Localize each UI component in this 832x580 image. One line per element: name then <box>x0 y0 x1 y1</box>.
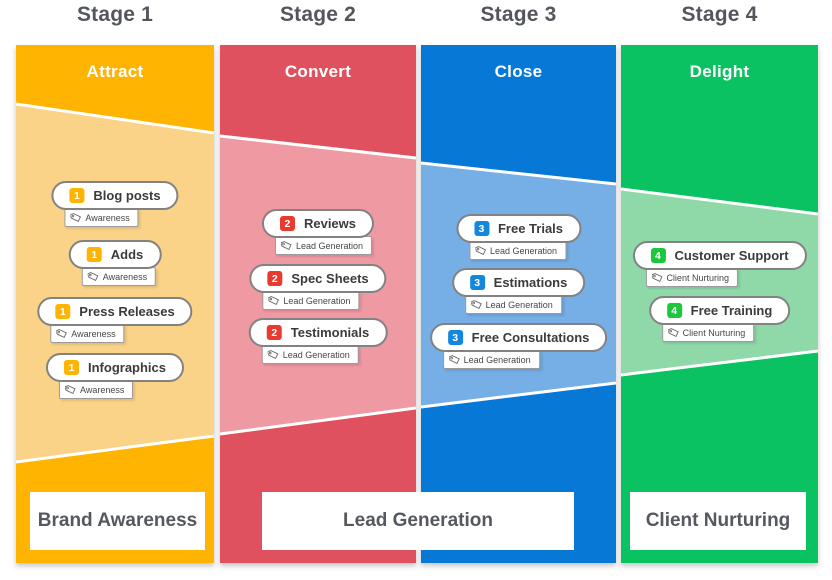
node-label: Free Consultations <box>471 330 590 345</box>
node-pill[interactable]: 1 Press Releases <box>37 297 193 326</box>
tag-label: Awareness <box>71 328 116 339</box>
node-tag[interactable]: Client Nurturing <box>661 323 755 342</box>
node-label: Infographics <box>87 360 167 375</box>
node-pill[interactable]: 2 Reviews <box>261 209 375 238</box>
node-tag[interactable]: Awareness <box>81 267 157 286</box>
node-pill[interactable]: 1 Blog posts <box>51 181 179 210</box>
node-tag[interactable]: Awareness <box>58 380 134 399</box>
node-blog-posts[interactable]: 1 Blog posts Awareness <box>51 181 179 227</box>
tag-label: Awareness <box>102 271 148 282</box>
node-tag[interactable]: Lead Generation <box>442 350 540 369</box>
tag-label: Client Nurturing <box>682 327 746 338</box>
tag-icon <box>64 385 76 394</box>
stage-3-column: Close 3 Free Trials Lead Generation 3 Es… <box>421 45 616 563</box>
node-infographics[interactable]: 1 Infographics Awareness <box>45 353 185 399</box>
node-tag[interactable]: Lead Generation <box>468 241 567 260</box>
stage-number-badge: 3 <box>473 221 489 236</box>
node-pill[interactable]: 2 Testimonials <box>248 318 388 347</box>
footer-lead-generation: Lead Generation <box>262 492 574 550</box>
footer-brand-awareness: Brand Awareness <box>30 492 205 550</box>
stage-3-header: Stage 3 <box>480 3 557 26</box>
node-spec-sheets[interactable]: 2 Spec Sheets Lead Generation <box>249 264 387 310</box>
node-pill[interactable]: 1 Adds <box>68 240 162 269</box>
stage-1-header: Stage 1 <box>76 3 154 26</box>
footer-client-nurturing: Client Nurturing <box>630 492 806 550</box>
node-free-consultations[interactable]: 3 Free Consultations Lead Generation <box>429 323 608 369</box>
node-pill[interactable]: 4 Customer Support <box>632 241 807 270</box>
tag-label: Awareness <box>79 384 125 395</box>
node-free-trials[interactable]: 3 Free Trials Lead Generation <box>455 214 582 260</box>
node-pill[interactable]: 4 Free Training <box>648 296 791 325</box>
tag-icon <box>651 273 663 282</box>
tag-label: Lead Generation <box>282 349 350 360</box>
tag-label: Lead Generation <box>283 295 351 306</box>
node-tag[interactable]: Lead Generation <box>261 345 359 364</box>
tag-icon <box>56 329 67 338</box>
node-tag[interactable]: Lead Generation <box>274 236 373 255</box>
node-label: Testimonials <box>290 325 370 340</box>
node-tag[interactable]: Client Nurturing <box>645 268 738 287</box>
tag-icon <box>87 272 99 281</box>
node-label: Reviews <box>303 216 357 231</box>
node-label: Press Releases <box>79 304 175 319</box>
tag-icon <box>280 241 292 250</box>
node-label: Free Trials <box>497 221 564 236</box>
tag-icon <box>667 328 679 337</box>
tag-label: Client Nurturing <box>666 272 729 283</box>
node-pill[interactable]: 3 Free Trials <box>455 214 582 243</box>
stage-1-band-label: Attract <box>86 62 144 81</box>
stage-number-badge: 2 <box>267 271 283 286</box>
node-label: Blog posts <box>93 188 161 203</box>
node-estimations[interactable]: 3 Estimations Lead Generation <box>451 268 586 314</box>
node-pill[interactable]: 2 Spec Sheets <box>249 264 387 293</box>
stage-number-badge: 4 <box>666 303 682 318</box>
node-label: Estimations <box>493 275 568 290</box>
node-tag[interactable]: Lead Generation <box>464 295 562 314</box>
stage-1-column: Attract 1 Blog posts Awareness 1 Adds Aw… <box>16 45 214 563</box>
node-pill[interactable]: 1 Infographics <box>45 353 185 382</box>
stage-number-badge: 1 <box>55 304 71 319</box>
stage-4-band-label: Delight <box>689 62 750 81</box>
node-press-releases[interactable]: 1 Press Releases Awareness <box>37 297 193 343</box>
stage-number-badge: 1 <box>63 360 79 375</box>
stage-number-badge: 1 <box>69 188 85 203</box>
stage-4-header: Stage 4 <box>681 3 758 26</box>
tag-label: Lead Generation <box>295 240 364 251</box>
stage-2-header: Stage 2 <box>279 3 357 26</box>
node-label: Spec Sheets <box>291 271 369 286</box>
node-tag[interactable]: Awareness <box>64 208 139 227</box>
node-tag[interactable]: Awareness <box>50 324 125 343</box>
tag-label: Lead Generation <box>485 299 553 310</box>
node-customer-support[interactable]: 4 Customer Support Client Nurturing <box>632 241 807 287</box>
node-adds[interactable]: 1 Adds Awareness <box>68 240 162 286</box>
tag-icon <box>470 300 482 309</box>
node-label: Free Training <box>690 303 773 318</box>
tag-label: Awareness <box>85 212 130 223</box>
node-free-training[interactable]: 4 Free Training Client Nurturing <box>648 296 791 342</box>
tag-icon <box>268 296 279 305</box>
tag-icon <box>267 350 279 359</box>
node-reviews[interactable]: 2 Reviews Lead Generation <box>261 209 375 255</box>
node-label: Customer Support <box>674 248 789 263</box>
stage-number-badge: 1 <box>86 247 102 262</box>
stage-4-column: Delight 4 Customer Support Client Nurtur… <box>621 45 818 563</box>
stage-number-badge: 3 <box>447 330 463 345</box>
node-tag[interactable]: Lead Generation <box>262 291 360 310</box>
tag-icon <box>70 213 82 222</box>
stage-number-badge: 4 <box>650 248 666 263</box>
tag-label: Lead Generation <box>489 245 558 256</box>
tag-label: Lead Generation <box>463 354 531 365</box>
stage-number-badge: 3 <box>469 275 485 290</box>
stage-2-band-label: Convert <box>284 62 352 81</box>
stage-number-badge: 2 <box>279 216 295 231</box>
node-label: Adds <box>110 247 144 262</box>
tag-icon <box>474 246 486 255</box>
stage-3-band-label: Close <box>494 62 543 81</box>
tag-icon <box>448 355 460 364</box>
stage-number-badge: 2 <box>266 325 282 340</box>
node-pill[interactable]: 3 Free Consultations <box>429 323 608 352</box>
node-pill[interactable]: 3 Estimations <box>451 268 586 297</box>
stage-2-column: Convert 2 Reviews Lead Generation 2 Spec… <box>220 45 416 563</box>
node-testimonials[interactable]: 2 Testimonials Lead Generation <box>248 318 388 364</box>
